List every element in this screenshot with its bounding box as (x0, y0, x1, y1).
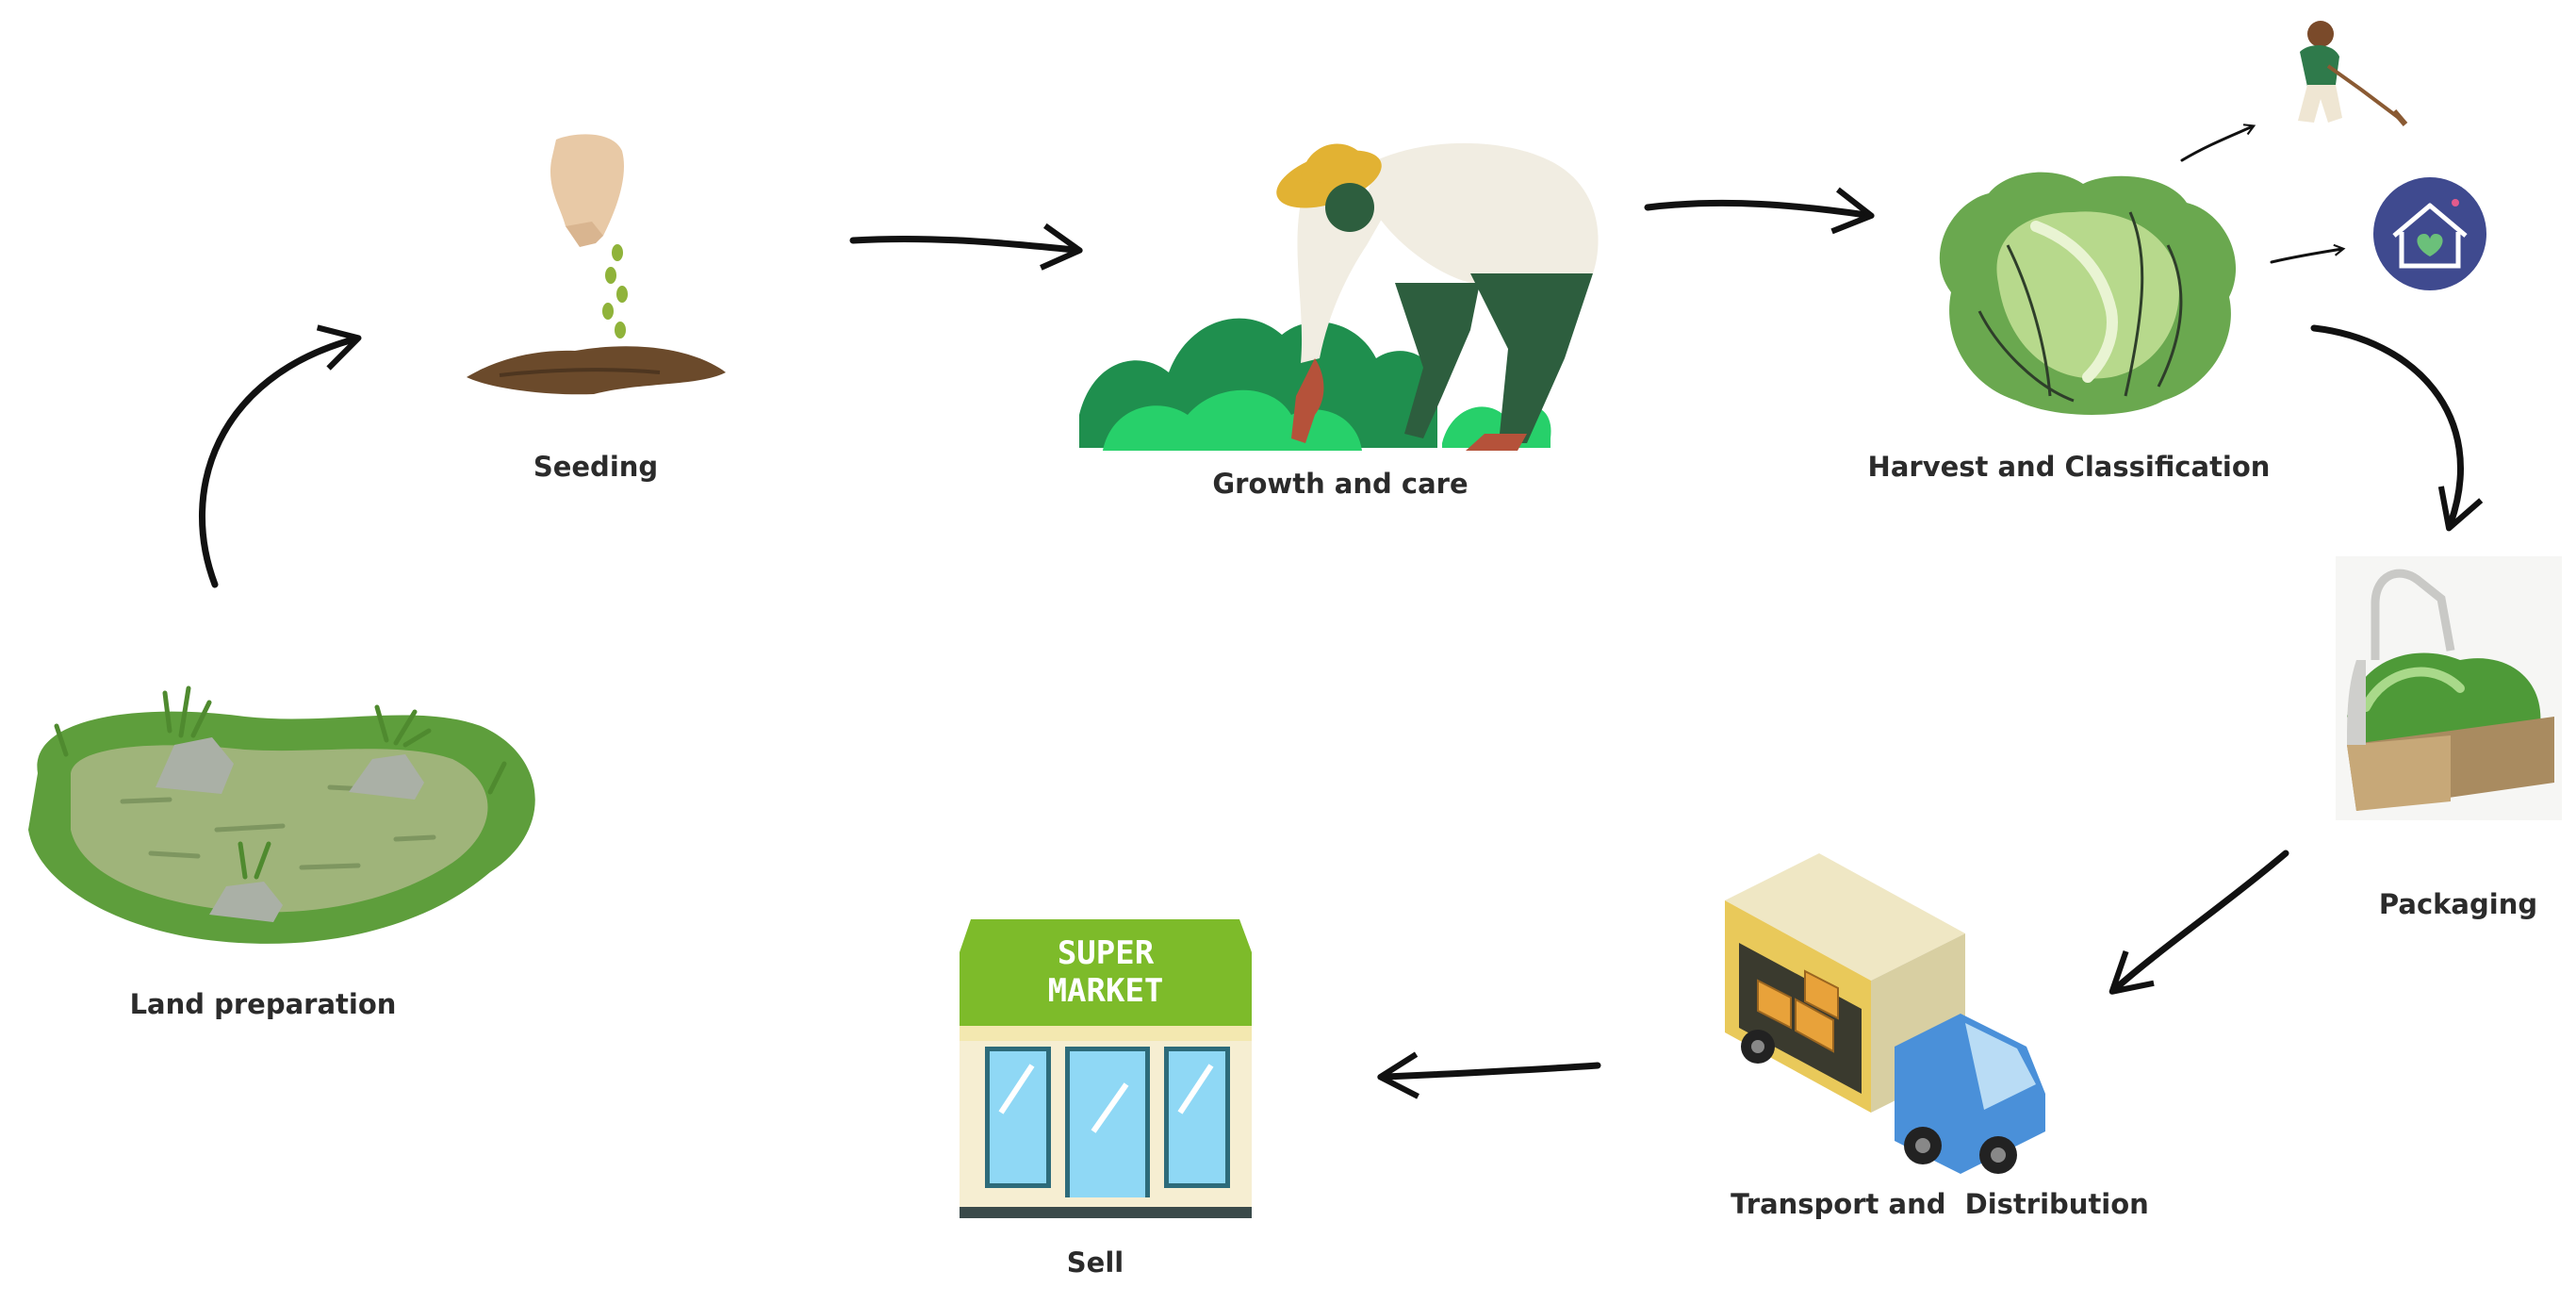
label-seeding: Seeding (533, 451, 659, 483)
arrow-harvest-to-packaging (2310, 324, 2484, 532)
arrow-packaging-to-transport (2108, 850, 2289, 995)
arrow-seeding-to-growth (849, 223, 1083, 271)
arrow-growth-to-harvest (1644, 187, 1875, 235)
arrow-harvest-to-farmer (2180, 124, 2256, 162)
lettuce-box-icon (2336, 556, 2562, 820)
arrow-land-to-seeding (199, 324, 362, 588)
label-transport-and-distribution: Transport and Distribution (1731, 1188, 2149, 1220)
label-packaging: Packaging (2378, 888, 2538, 920)
delivery-truck-icon (1725, 853, 2045, 1174)
label-growth-and-care: Growth and care (1212, 468, 1468, 500)
label-harvest-and-classification: Harvest and Classification (1867, 451, 2271, 483)
store-sign-line2: MARKET (1048, 972, 1164, 1010)
arrow-transport-to-sell (1377, 1051, 1601, 1099)
label-land-preparation: Land preparation (129, 988, 397, 1020)
farmer-hoeing-icon (2298, 21, 2408, 126)
arrow-harvest-to-home (2270, 243, 2346, 264)
farmer-tending-plants-icon (1079, 142, 1599, 451)
flow-arrows (199, 187, 2484, 1099)
label-sell: Sell (1066, 1246, 1124, 1279)
seeding-hand-icon (467, 134, 726, 395)
branch-arrows (2180, 124, 2346, 264)
supermarket-icon: SUPER MARKET (960, 919, 1252, 1218)
home-heart-icon (2373, 177, 2486, 290)
lettuce-icon (1939, 172, 2237, 415)
store-sign-line1: SUPER (1058, 934, 1155, 972)
land-pond-icon (28, 685, 535, 944)
